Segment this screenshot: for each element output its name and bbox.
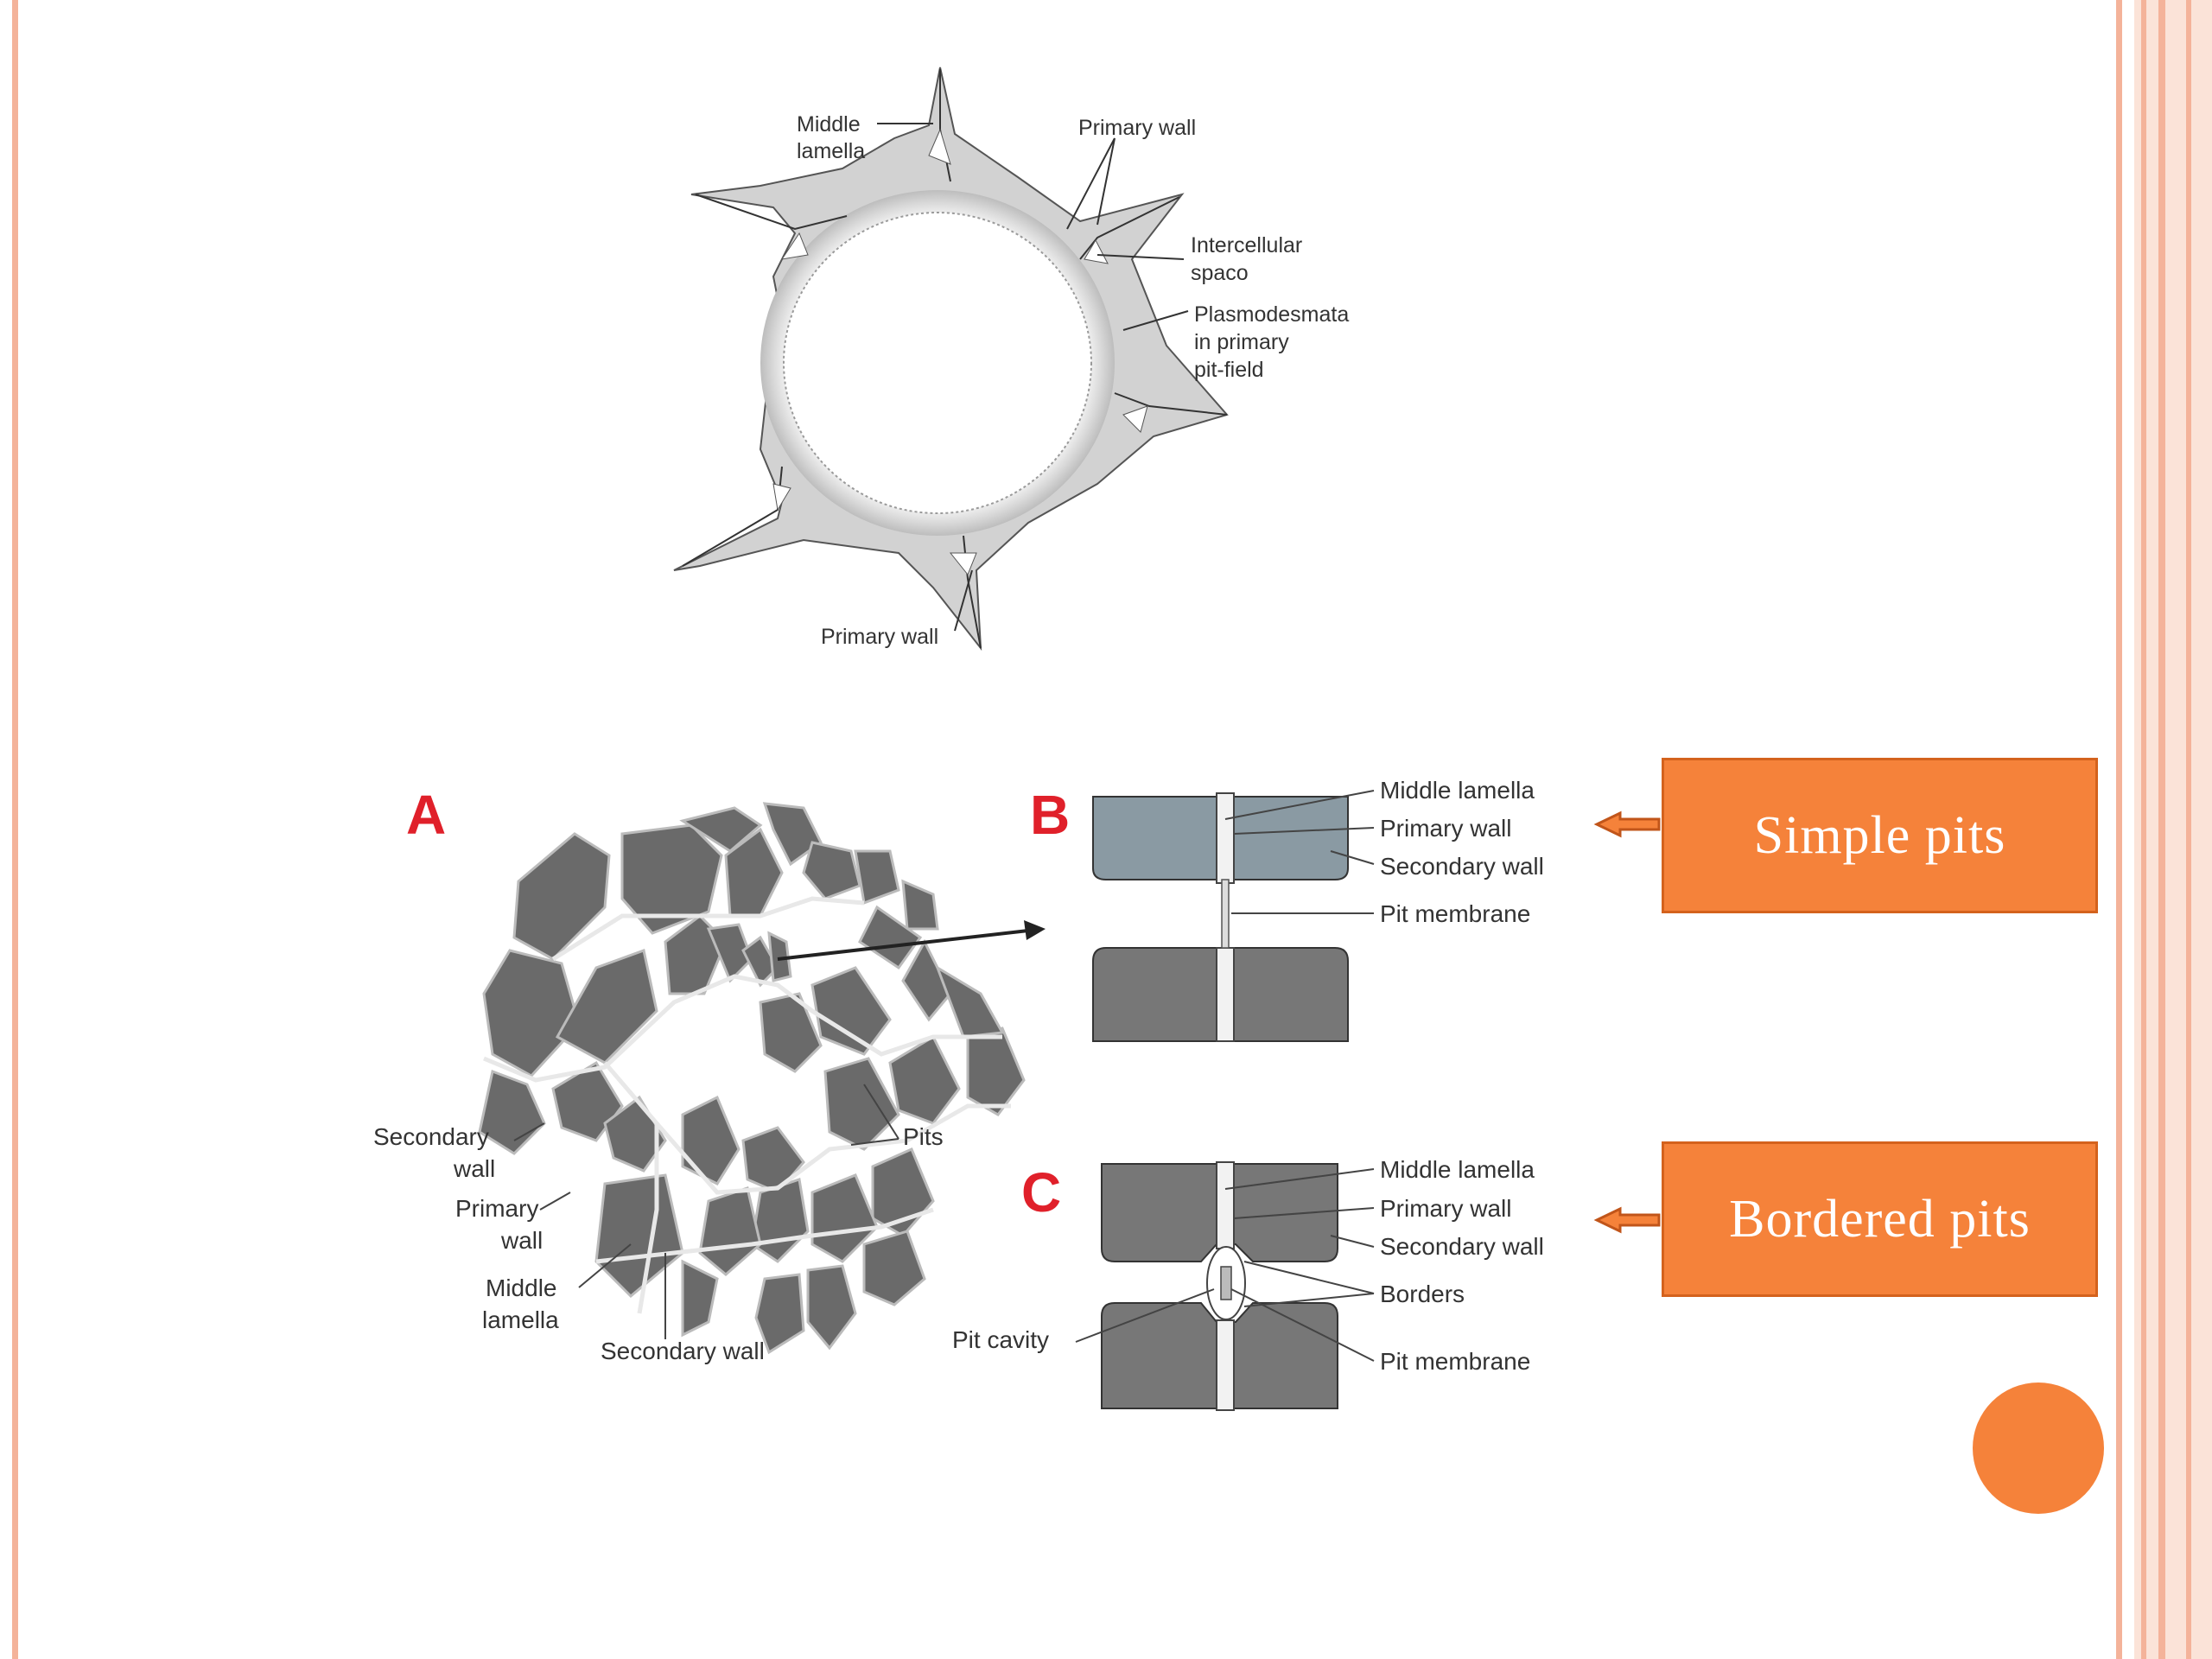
panel-b-letter: B <box>1030 784 1070 846</box>
panel-a-arrow-head <box>1024 920 1046 940</box>
label-a-middle-lamella-2: lamella <box>482 1306 559 1333</box>
fibre-cells <box>478 802 1026 1355</box>
middle-lamella-line <box>1114 392 1228 416</box>
label-b-primary-wall: Primary wall <box>1380 815 1511 842</box>
label-c-middle-lamella: Middle lamella <box>1380 1156 1535 1183</box>
intercellular-space <box>780 232 809 260</box>
label-a-secondary-wall-2: wall <box>453 1155 495 1182</box>
panel-c-letter: C <box>1021 1161 1061 1224</box>
label-a-middle-lamella-1: Middle <box>486 1274 556 1301</box>
label-c-borders: Borders <box>1380 1281 1465 1307</box>
right-frame-line-3 <box>2158 0 2165 1659</box>
label-middle-lamella-2: lamella <box>797 139 865 163</box>
label-c-primary-wall: Primary wall <box>1380 1195 1511 1222</box>
slide-decoration-circle <box>1973 1382 2104 1514</box>
leader-line <box>1243 1293 1375 1307</box>
label-b-pit-membrane: Pit membrane <box>1380 900 1530 927</box>
label-a-secondary-wall-bottom: Secondary wall <box>601 1338 765 1364</box>
simple-pits-label: Simple pits <box>1753 805 2006 865</box>
label-plasmodesmata-1: Plasmodesmata <box>1194 302 1349 327</box>
label-c-pit-membrane: Pit membrane <box>1380 1348 1530 1375</box>
leader-line <box>863 1084 899 1140</box>
label-a-pits: Pits <box>903 1123 944 1150</box>
intercellular-space <box>949 552 977 575</box>
bordered-pits-label: Bordered pits <box>1729 1189 2031 1249</box>
label-plasmodesmata-2: in primary <box>1194 330 1289 354</box>
bordered-pit-torus <box>1220 1266 1232 1300</box>
leader-line <box>1330 850 1375 865</box>
cell-lumen <box>783 212 1092 514</box>
panel-b: B Middle lamella Primary wall Secondary … <box>1030 777 1544 1042</box>
label-primary-wall-bottom: Primary wall <box>821 625 938 649</box>
label-primary-wall-top: Primary wall <box>1078 116 1196 140</box>
intercellular-space <box>928 128 951 165</box>
label-a-primary-wall-1: Primary <box>455 1195 538 1222</box>
label-c-secondary-wall: Secondary wall <box>1380 1233 1544 1260</box>
leader-line <box>1066 137 1116 230</box>
label-b-middle-lamella: Middle lamella <box>1380 777 1535 804</box>
label-plasmodesmata-3: pit-field <box>1194 358 1264 382</box>
left-frame-line <box>12 0 18 1659</box>
leader-line <box>1224 790 1375 820</box>
leader-line <box>578 1243 632 1288</box>
simple-pit-membrane <box>1221 879 1230 949</box>
leader-line <box>1224 1168 1375 1190</box>
right-frame-line-4 <box>2186 0 2191 1659</box>
bordered-pit-lower-wall <box>1216 1319 1235 1411</box>
label-a-secondary-wall-1: Secondary <box>373 1123 489 1150</box>
middle-lamella-line <box>963 535 982 649</box>
label-intercellular-1: Intercellular <box>1191 233 1302 257</box>
label-a-primary-wall-2: wall <box>500 1227 543 1254</box>
right-frame-band <box>2134 0 2212 1659</box>
simple-pits-callout: Simple pits <box>1662 758 2098 913</box>
intercellular-space <box>1122 405 1148 433</box>
right-frame-line-2 <box>2141 0 2146 1659</box>
leader-line <box>1330 1235 1375 1248</box>
label-b-secondary-wall: Secondary wall <box>1380 853 1544 880</box>
bordered-pits-arrow-icon <box>1593 1206 1661 1234</box>
bordered-pits-callout: Bordered pits <box>1662 1141 2098 1297</box>
middle-lamella-line <box>1079 196 1180 260</box>
panel-a-letter: A <box>406 784 446 846</box>
middle-lamella-line <box>695 194 848 231</box>
leader-line <box>1096 254 1185 260</box>
right-frame-line-1 <box>2116 0 2122 1659</box>
leader-line <box>1243 1261 1375 1294</box>
leader-line <box>1233 1207 1375 1219</box>
leader-line <box>1230 1288 1375 1362</box>
label-intercellular-2: spaco <box>1191 261 1249 285</box>
leader-line <box>850 1138 899 1146</box>
leader-line <box>539 1192 571 1211</box>
label-c-pit-cavity: Pit cavity <box>952 1326 1049 1353</box>
simple-pits-arrow-icon <box>1593 810 1661 838</box>
wall-network <box>483 896 1011 1314</box>
leader-line <box>1096 137 1116 226</box>
leader-line <box>513 1122 545 1141</box>
simple-pit-upper-wall <box>1216 792 1235 884</box>
simple-pit-lower-wall <box>1216 947 1235 1042</box>
panel-a: A <box>373 784 1046 1364</box>
intercellular-space <box>772 483 791 512</box>
intercellular-space <box>1084 238 1109 264</box>
leader-line <box>1122 310 1189 331</box>
bordered-pit-upper-wall <box>1216 1161 1235 1249</box>
panel-a-arrow-line <box>777 929 1029 961</box>
cell-wall-diagram: Middle lamella Primary wall Intercellula… <box>673 67 1349 652</box>
leader-line <box>954 569 973 632</box>
leader-line <box>1233 827 1375 835</box>
label-middle-lamella-1: Middle <box>797 112 861 137</box>
panel-c: C Middle lamella Primary wall Secondary … <box>952 1156 1544 1411</box>
leader-line <box>1075 1288 1215 1343</box>
